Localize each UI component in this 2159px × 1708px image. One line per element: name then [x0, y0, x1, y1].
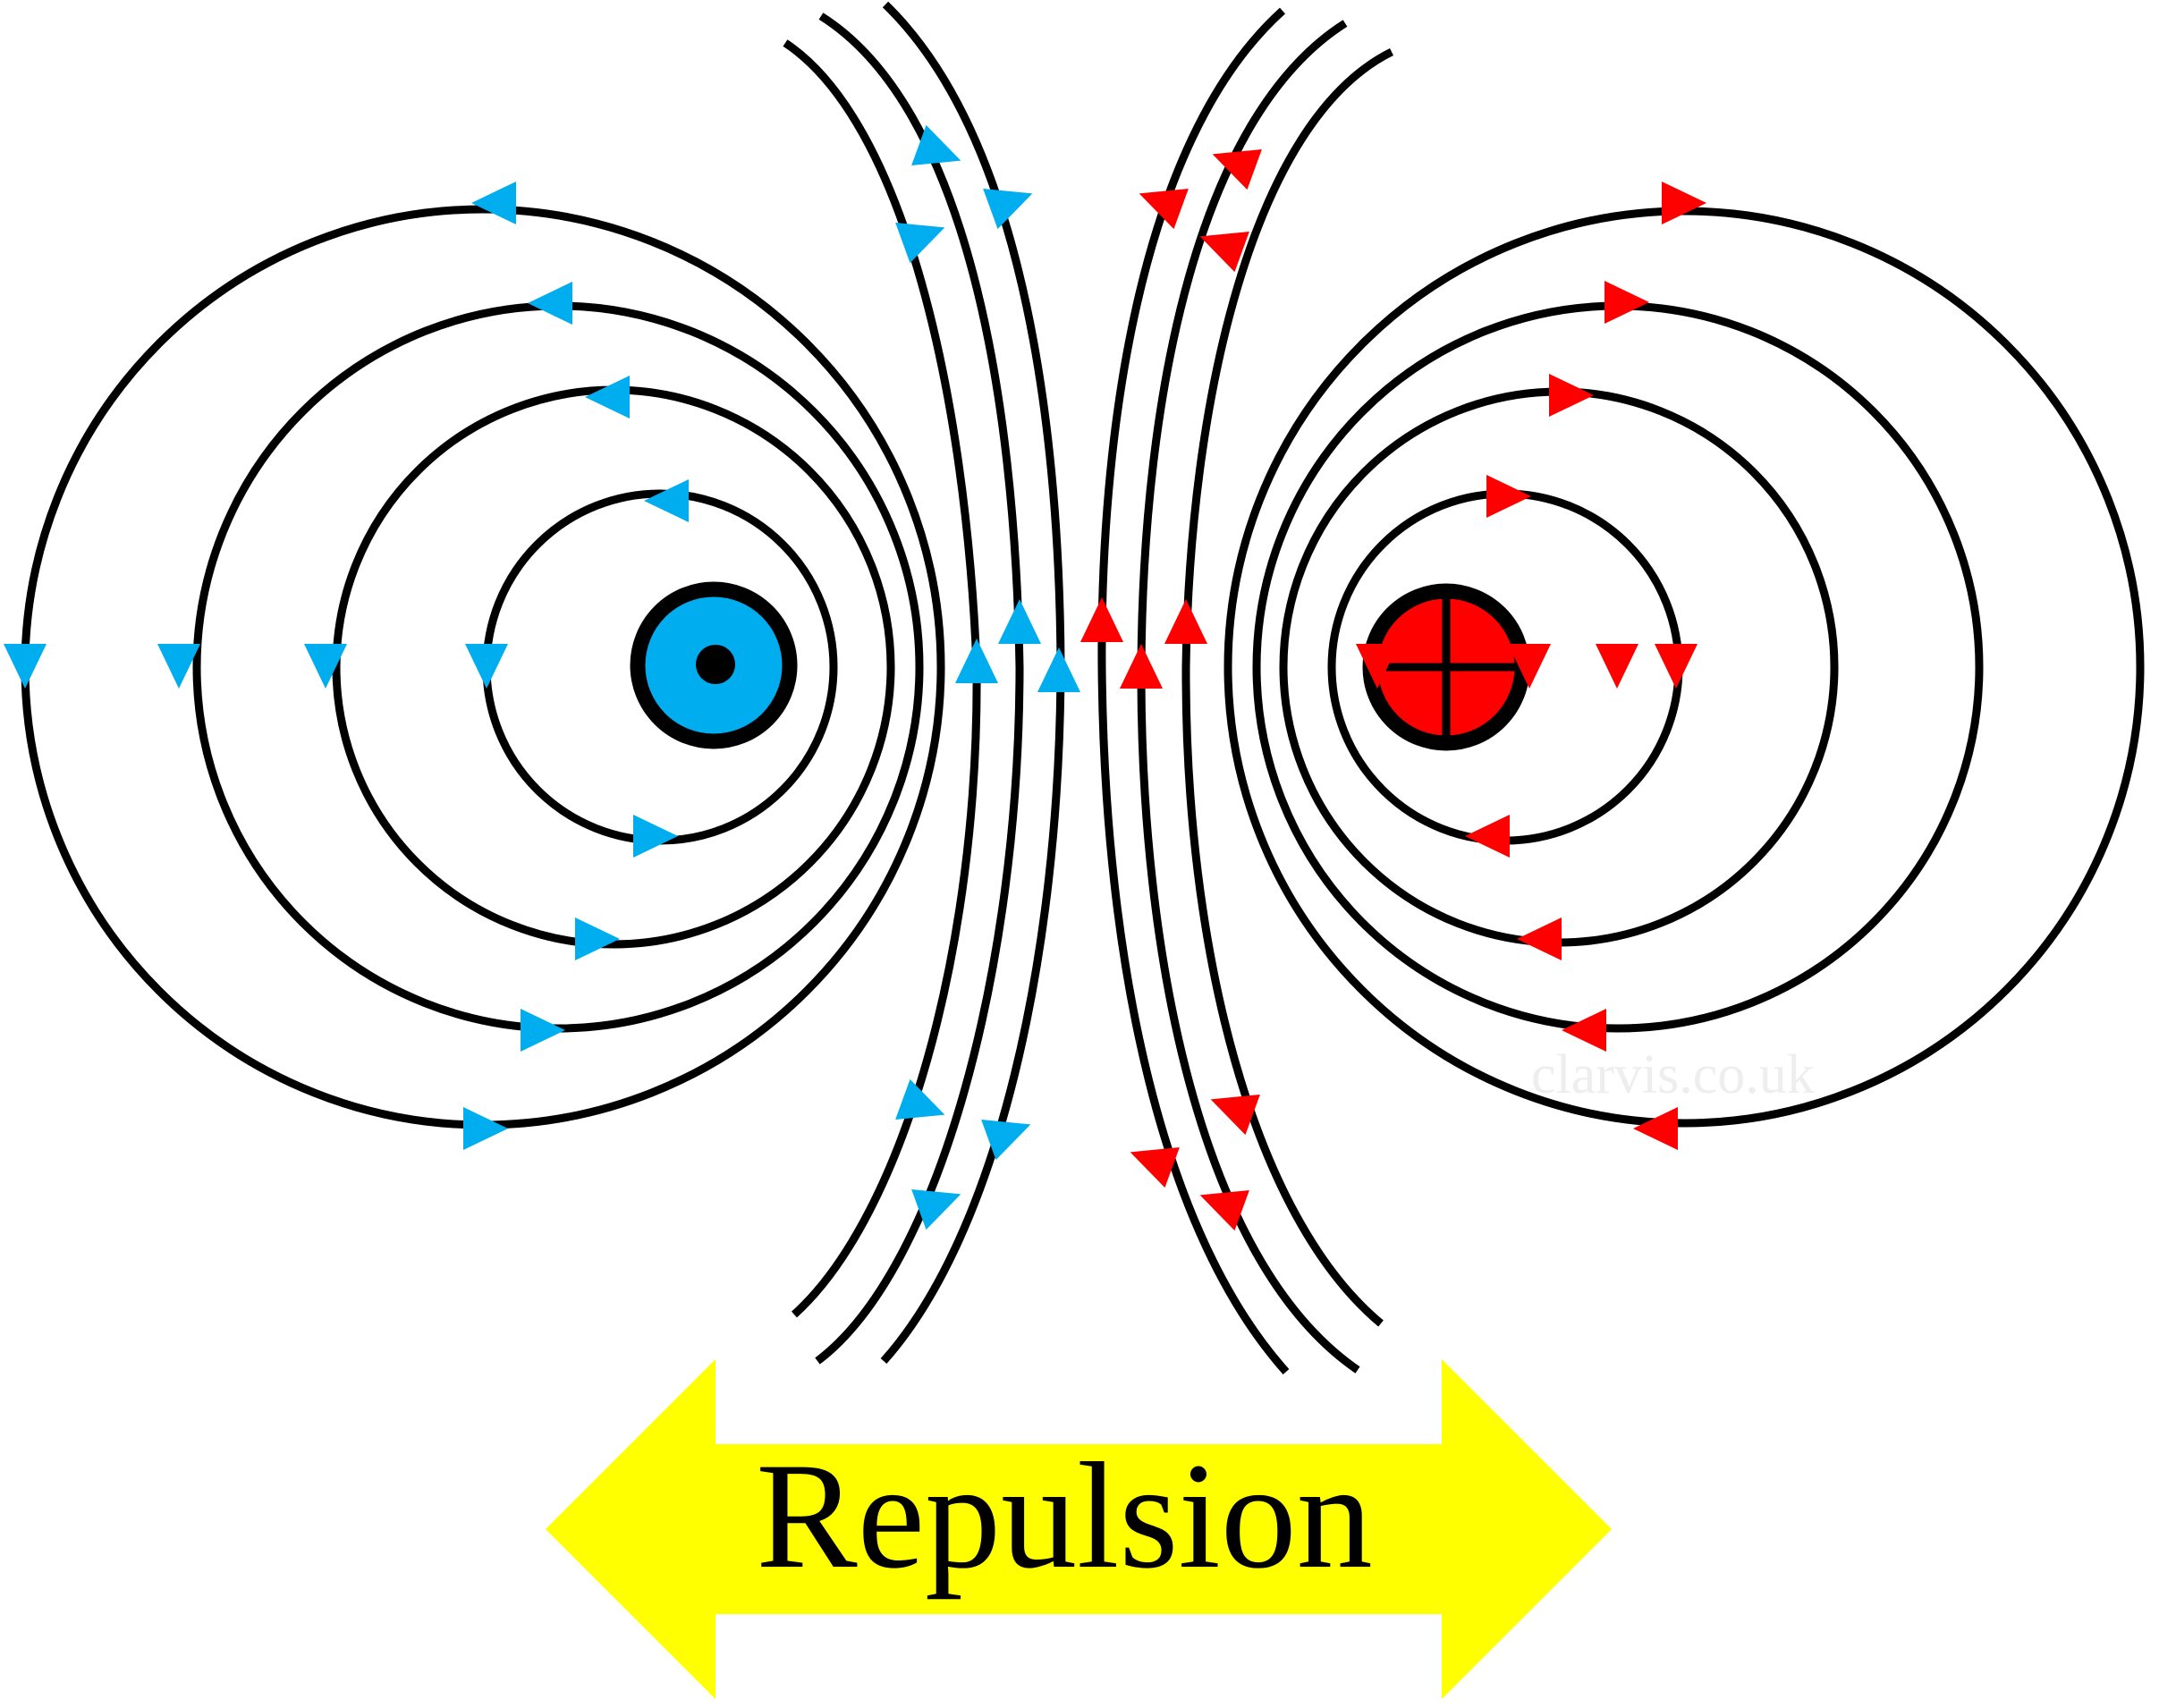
right-field-arrowhead	[1212, 148, 1262, 190]
right-field-arrowhead	[1356, 644, 1399, 689]
right-field-arrowhead	[1662, 182, 1706, 224]
left-field-loop	[192, 301, 924, 1033]
left-field-arrowhead	[644, 479, 689, 522]
right-field-arrowhead	[1655, 644, 1698, 689]
right-field-arrowhead	[1130, 1146, 1180, 1188]
left-field-arrowhead	[981, 1119, 1031, 1161]
left-field-arrowhead	[585, 376, 630, 419]
right-field-arrowhead	[1633, 1107, 1678, 1150]
current-in-cross-icon	[1374, 595, 1519, 740]
right-field-arrowhead	[1080, 597, 1123, 642]
field-direction-arrows	[4, 124, 1706, 1231]
left-field-arrowhead	[633, 815, 678, 858]
left-field-arrowhead	[895, 222, 945, 264]
right-field-arrowhead	[1604, 281, 1649, 324]
left-compressed-line	[783, 39, 981, 1318]
right-field-arrowhead	[1562, 1009, 1606, 1052]
right-field-arrowhead	[1465, 815, 1510, 858]
right-field-arrowhead	[1120, 644, 1163, 689]
left-field-arrowhead	[1037, 647, 1080, 692]
right-field-arrowhead	[1199, 231, 1249, 273]
left-field-arrowhead	[998, 599, 1041, 644]
left-field-arrowhead	[983, 188, 1033, 230]
left-field-arrowhead	[157, 644, 200, 689]
right-conductor	[1362, 583, 1530, 751]
right-field-arrowhead	[1508, 644, 1551, 689]
left-field-arrowhead	[471, 182, 516, 224]
right-field-arrowhead	[1486, 475, 1531, 518]
right-field-arrowhead	[1549, 374, 1594, 417]
left-field-arrowhead	[575, 917, 620, 960]
left-field-arrowhead	[465, 644, 508, 689]
current-out-dot-icon	[696, 645, 735, 684]
left-field-arrowhead	[4, 644, 47, 689]
right-compressed-field-lines	[1097, 7, 1393, 1375]
left-field-arrowhead	[304, 644, 347, 689]
right-field-arrowhead	[1210, 1094, 1260, 1136]
right-compressed-line	[1181, 47, 1393, 1327]
right-field-arrowhead	[1139, 188, 1189, 230]
double-headed-arrow-icon	[546, 1359, 1612, 1699]
left-field-arrowhead	[521, 1009, 565, 1052]
left-field-arrowhead	[955, 638, 998, 683]
right-field-arrowhead	[1596, 644, 1638, 689]
left-field-arrowhead	[911, 124, 961, 166]
right-field-arrowhead	[1517, 917, 1562, 960]
left-conductor	[630, 581, 798, 749]
right-field-arrowhead	[1199, 1189, 1249, 1231]
left-field-arrowhead	[895, 1078, 945, 1120]
repulsion-label: Repulsion	[756, 1432, 1372, 1600]
left-field-arrowhead	[528, 282, 572, 325]
left-field-arrowhead	[463, 1107, 508, 1150]
right-field-arrowhead	[1164, 599, 1207, 644]
left-field-loop	[332, 385, 895, 949]
left-field-arrowhead	[911, 1188, 961, 1230]
watermark: clarvis.co.uk	[1531, 1044, 1815, 1105]
right-compressed-line	[1097, 7, 1290, 1375]
